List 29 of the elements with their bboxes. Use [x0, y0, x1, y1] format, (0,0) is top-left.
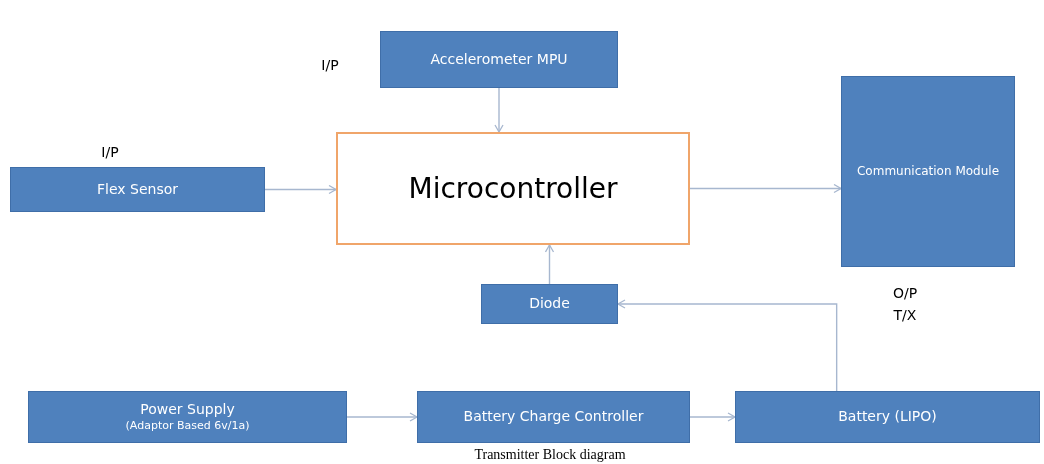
arrow — [617, 299, 838, 392]
block-label: Diode — [529, 295, 570, 313]
arrow — [689, 412, 736, 422]
io-label: I/P — [320, 56, 340, 75]
block-label: Microcontroller — [408, 171, 618, 206]
block-label: (Adaptor Based 6v/1a) — [125, 418, 250, 433]
block-label: Battery (LIPO) — [838, 408, 937, 426]
arrow — [264, 184, 337, 195]
arrow — [346, 412, 418, 422]
io-label: O/P — [891, 284, 919, 303]
block-box — [735, 391, 1040, 443]
block-label: Power Supply — [140, 401, 235, 419]
block-box — [10, 167, 265, 212]
arrow — [544, 244, 555, 285]
block-box — [380, 31, 618, 88]
caption: Transmitter Block diagram — [473, 446, 627, 464]
block-box — [28, 391, 347, 443]
arrow — [689, 183, 842, 194]
block-label: Accelerometer MPU — [430, 50, 568, 69]
block-label: Communication Module — [857, 164, 999, 179]
io-label: T/X — [892, 306, 918, 325]
block-box — [481, 284, 618, 324]
block-box — [417, 391, 690, 443]
io-label: I/P — [100, 143, 120, 162]
controller-box — [336, 132, 690, 245]
block-box — [841, 76, 1015, 267]
arrow — [494, 87, 504, 133]
block-label: Battery Charge Controller — [463, 408, 644, 426]
block-label: Flex Sensor — [96, 180, 178, 199]
